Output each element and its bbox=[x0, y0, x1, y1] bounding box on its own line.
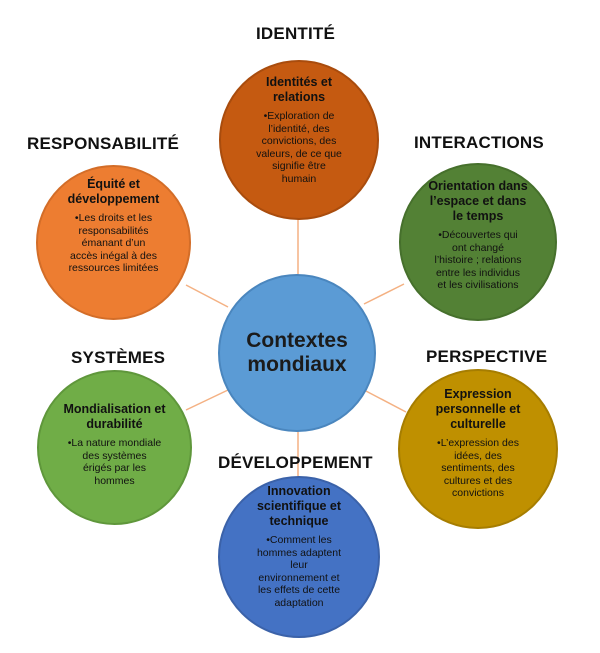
circle-responsabilite: Équité et développement •Les droits et l… bbox=[36, 165, 191, 320]
connector-upper-right bbox=[363, 283, 405, 305]
body-line: idées, des bbox=[454, 449, 502, 462]
category-label-responsabilite: RESPONSABILITÉ bbox=[27, 134, 180, 153]
circle-interactions: Orientation dans l’espace et dans le tem… bbox=[399, 163, 557, 321]
body-line: ressources limitées bbox=[68, 262, 159, 274]
title-line: durabilité bbox=[86, 417, 143, 431]
circle-title: Mondialisation et durabilité bbox=[63, 402, 165, 432]
body-line: responsabilités bbox=[78, 224, 149, 237]
circle-developpement: Innovation scientifique et technique •Co… bbox=[218, 476, 380, 638]
body-line: accès inégal à des bbox=[70, 249, 157, 262]
connector-lower-right bbox=[363, 389, 407, 413]
connector-upper-left bbox=[185, 284, 229, 308]
body-line: les effets de cette bbox=[257, 584, 341, 596]
title-line: Contextes bbox=[246, 329, 348, 352]
body-line: convictions bbox=[452, 487, 504, 499]
title-line: culturelle bbox=[450, 417, 506, 431]
circle-description: •L’expression des idées, des sentiments,… bbox=[437, 437, 519, 500]
circle-description: •Comment les hommes adaptent leur enviro… bbox=[257, 534, 341, 609]
circle-description: •Les droits et les responsabilités émana… bbox=[69, 212, 159, 275]
body-line: érigés par les bbox=[82, 462, 146, 474]
body-line: sentiments, des bbox=[441, 462, 515, 474]
circle-description: •Exploration de l’identité, des convicti… bbox=[256, 110, 342, 185]
title-line: Identités et bbox=[266, 75, 332, 89]
title-line: Équité et bbox=[87, 177, 140, 191]
connector-lower-left bbox=[185, 389, 229, 411]
circle-title: Équité et développement bbox=[68, 177, 160, 207]
category-label-perspective: PERSPECTIVE bbox=[426, 347, 548, 366]
title-line: Orientation dans bbox=[428, 179, 528, 193]
body-line: •L’expression des bbox=[437, 437, 519, 449]
body-line: cultures et des bbox=[443, 474, 513, 487]
circle-identite: Identités et relations •Exploration de l… bbox=[219, 60, 379, 220]
body-line: adaptation bbox=[274, 596, 324, 609]
category-label-identite: IDENTITÉ bbox=[256, 24, 336, 43]
body-line: leur bbox=[290, 559, 308, 571]
body-line: ont changé bbox=[452, 241, 504, 254]
title-line: personnelle et bbox=[435, 402, 521, 416]
circle-title: Expression personnelle et culturelle bbox=[436, 387, 521, 432]
category-label-interactions: INTERACTIONS bbox=[414, 133, 544, 152]
title-line: l’espace et dans bbox=[429, 194, 527, 208]
center-title: Contextes mondiaux bbox=[246, 329, 348, 377]
title-line: mondiaux bbox=[247, 353, 347, 376]
circle-description: •Découvertes qui ont changé l’histoire ;… bbox=[435, 229, 522, 292]
body-line: signifie être bbox=[272, 160, 326, 172]
title-line: technique bbox=[269, 514, 329, 528]
body-line: humain bbox=[281, 172, 317, 185]
body-line: hommes adaptent bbox=[256, 546, 342, 559]
circle-perspective: Expression personnelle et culturelle •L’… bbox=[398, 369, 558, 529]
category-label-systemes: SYSTÈMES bbox=[71, 348, 166, 367]
body-line: émanant d’un bbox=[81, 237, 146, 249]
body-line: •Exploration de bbox=[263, 110, 335, 122]
title-line: scientifique et bbox=[256, 499, 342, 513]
body-line: convictions, des bbox=[261, 135, 337, 147]
title-line: Expression bbox=[444, 387, 512, 401]
circle-title: Innovation scientifique et technique bbox=[257, 484, 341, 529]
category-label-developpement: DÉVELOPPEMENT bbox=[218, 453, 373, 472]
circle-contextes-mondiaux: Contextes mondiaux bbox=[218, 274, 376, 432]
body-line: entre les individus bbox=[435, 266, 521, 279]
body-line: l’identité, des bbox=[268, 122, 330, 135]
circle-title: Orientation dans l’espace et dans le tem… bbox=[428, 179, 527, 224]
title-line: Mondialisation et bbox=[63, 402, 166, 416]
circle-systemes: Mondialisation et durabilité •La nature … bbox=[37, 370, 192, 525]
body-line: •Les droits et les bbox=[74, 212, 153, 224]
body-line: •Découvertes qui bbox=[438, 229, 518, 241]
title-line: Innovation bbox=[267, 484, 331, 498]
title-line: relations bbox=[272, 90, 326, 104]
body-line: hommes bbox=[94, 474, 135, 487]
body-line: l’histoire ; relations bbox=[434, 254, 522, 266]
body-line: et les civilisations bbox=[437, 279, 519, 291]
title-line: développement bbox=[67, 192, 160, 206]
circle-description: •La nature mondiale des systèmes érigés … bbox=[68, 437, 162, 487]
circle-title: Identités et relations bbox=[266, 75, 332, 105]
title-line: le temps bbox=[452, 209, 504, 223]
body-line: •La nature mondiale bbox=[67, 437, 162, 449]
body-line: valeurs, de ce que bbox=[256, 147, 342, 160]
body-line: •Comment les bbox=[266, 534, 332, 546]
body-line: des systèmes bbox=[82, 449, 147, 462]
body-line: environnement et bbox=[258, 571, 340, 584]
